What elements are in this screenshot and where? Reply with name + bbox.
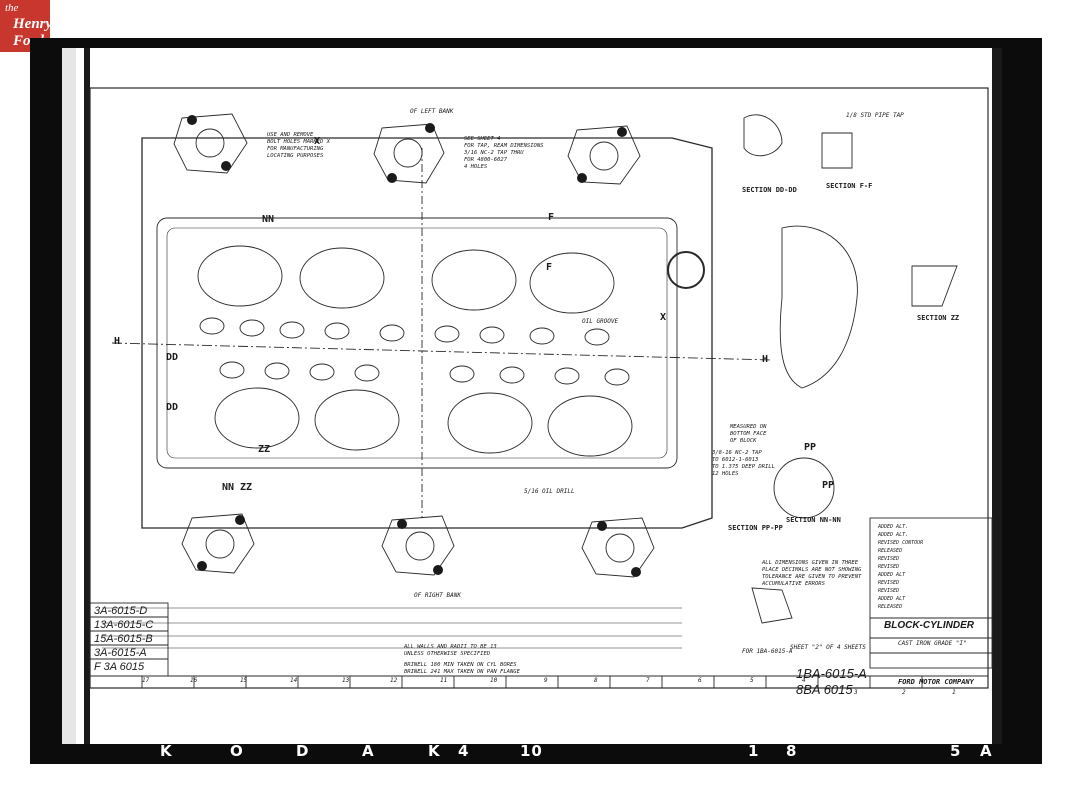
brinell-note: BRINELL 180 MIN TAKEN ON CYL BORES BRINE… [404, 662, 520, 675]
section-mark-dd-top: DD [166, 352, 179, 363]
sheet-count: SHEET "2" OF 4 SHEETS [790, 644, 866, 651]
section-pp-label: SECTION PP-PP [728, 524, 783, 532]
zone-number: 17 [142, 677, 150, 684]
henry-ford-logo: the Henry Ford [0, 0, 53, 52]
section-mark-dd-bottom: DD [166, 402, 179, 413]
part-number-left: 15A-6015-B [94, 633, 153, 645]
engine-block-drawing [62, 48, 1002, 744]
zone-number: 11 [440, 677, 448, 684]
revision-line: ADDED ALT. [878, 524, 909, 530]
section-mark-f-mid: F [546, 262, 553, 273]
film-edge-char: D [296, 742, 310, 760]
zone-number: 5 [750, 677, 754, 684]
section-mark-zz-top: ZZ [258, 444, 271, 455]
measured-note: MEASURED ON BOTTOM FACE OF BLOCK [730, 424, 767, 444]
revision-line: REVISED [878, 564, 900, 570]
revision-line: REVISED CONTOUR [878, 540, 924, 546]
section-mark-nn-bottom: NN [222, 482, 235, 493]
zone-number: 3 [854, 689, 858, 696]
logo-text-the: the [5, 2, 19, 14]
zone-number: 9 [544, 677, 548, 684]
zone-number: 15 [240, 677, 248, 684]
left-bank-label: OF LEFT BANK [410, 108, 454, 115]
section-mark-pp-bottom: PP [822, 480, 835, 491]
section-mark-h-left: H [114, 336, 121, 347]
part-number-left: 13A-6015-C [94, 619, 154, 631]
right-bank-label: OF RIGHT BANK [414, 592, 461, 599]
zone-number: 6 [698, 677, 702, 684]
zone-number: 7 [646, 677, 650, 684]
film-edge-char: A [980, 742, 993, 760]
film-edge-char: 10 [520, 742, 543, 760]
zone-number: 14 [290, 677, 298, 684]
bolt-holes-note: USE AND REMOVE BOLT HOLES MARKED X FOR M… [267, 132, 330, 159]
part-number-left: 3A-6015-A [94, 647, 147, 659]
revision-line: RELEASED [878, 604, 903, 610]
revision-line: ADDED ALT. [878, 532, 909, 538]
section-mark-nn-top: NN [262, 214, 275, 225]
section-mark-h-right: H [762, 354, 769, 365]
revision-line: REVISED [878, 588, 900, 594]
drawing-title: BLOCK-CYLINDER [884, 620, 974, 631]
section-zz-label: SECTION ZZ [917, 314, 960, 322]
revision-line: ADDED ALT [878, 572, 906, 578]
see-sheet-note: SEE SHEET 4 FOR TAP, REAM DIMENSIONS 3/1… [464, 136, 544, 170]
zone-number: 1 [952, 689, 956, 696]
logo-text-henry: Henry [13, 16, 53, 32]
mark-x-top: X [314, 136, 321, 147]
part-number-main-1: 1BA-6015-A [796, 666, 867, 681]
zone-number: 2 [902, 689, 906, 696]
oil-groove-note: OIL GROOVE [582, 318, 619, 325]
revision-line: RELEASED [878, 548, 903, 554]
ref-number: FOR 1BA-6015-A [742, 648, 793, 655]
zone-number: 4 [802, 677, 806, 684]
drill-note: 3/8-16 NC-2 TAP TO 6012-1-6013 TO 1.375 … [712, 450, 775, 477]
film-edge-char: K [160, 742, 173, 760]
part-number-left: 3A-6015-D [94, 605, 148, 617]
part-number-left: F 3A 6015 [94, 661, 145, 673]
film-edge-markings: K O D A K 4 10 1 8 5 A [160, 742, 1020, 762]
film-edge-char: 8 [786, 742, 798, 760]
walls-note: ALL WALLS AND RADII TO BE 13 UNLESS OTHE… [404, 644, 497, 657]
part-number-main-2: 8BA 6015 [796, 682, 853, 697]
revision-line: REVISED [878, 556, 900, 562]
zone-number: 16 [190, 677, 198, 684]
zone-number: 12 [390, 677, 398, 684]
revision-line: REVISED [878, 580, 900, 586]
zone-number: 13 [342, 677, 350, 684]
zone-number: 8 [594, 677, 598, 684]
film-edge-char: 4 [458, 742, 470, 760]
section-mark-zz-bottom: ZZ [240, 482, 253, 493]
film-edge-char: 5 [950, 742, 962, 760]
section-dd-label: SECTION DD-DD [742, 186, 797, 194]
general-dimensions-note: ALL DIMENSIONS GIVEN IN THREE PLACE DECI… [762, 560, 862, 587]
mark-x-right: X [660, 312, 667, 323]
zone-number: 10 [490, 677, 498, 684]
film-edge-char: O [230, 742, 244, 760]
film-edge-char: 1 [748, 742, 760, 760]
pipe-tap-note: 1/8 STD PIPE TAP [846, 112, 904, 119]
section-nn-label: SECTION NN-NN [786, 516, 841, 524]
section-ff-label: SECTION F-F [826, 182, 873, 190]
section-mark-f-top: F [548, 212, 555, 223]
section-mark-pp-top: PP [804, 442, 817, 453]
revision-line: ADDED ALT [878, 596, 906, 602]
blueprint-sheet: NN NN ZZ ZZ DD DD PP PP F F H H X X OF L… [62, 48, 1002, 744]
material-spec: CAST IRON GRADE "I" [898, 640, 967, 647]
film-edge-char: K [428, 742, 441, 760]
company-name: FORD MOTOR COMPANY [898, 678, 974, 686]
oil-drill-note: 5/16 OIL DRILL [524, 488, 575, 495]
film-edge-char: A [362, 742, 375, 760]
